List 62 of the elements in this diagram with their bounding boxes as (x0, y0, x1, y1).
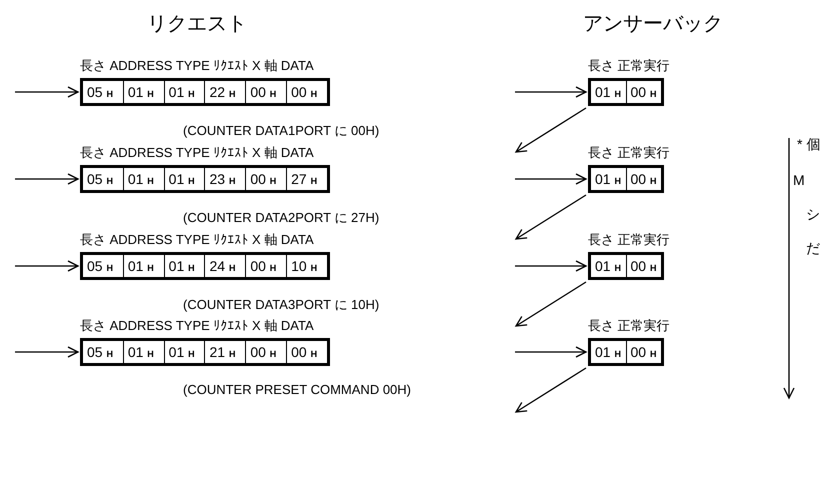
note-text: * 個 (797, 136, 820, 154)
byte-value: 01 H (594, 170, 622, 189)
byte-value: 01 H (594, 343, 622, 362)
byte-value: 22 H (204, 81, 246, 103)
byte-value: 05 H (86, 343, 114, 362)
byte-value: 00 H (245, 255, 286, 277)
note-text: シ (806, 206, 820, 224)
byte-value: 05 H (86, 257, 114, 276)
column-headings: 長さ ADDRESS TYPE ﾘｸｴｽﾄ X 軸 DATA (80, 232, 314, 248)
column-headings: 長さ ADDRESS TYPE ﾘｸｴｽﾄ X 軸 DATA (80, 58, 314, 74)
byte-value: 00 H (626, 255, 661, 277)
byte-value: 01 H (164, 255, 204, 277)
byte-value: 27 H (286, 168, 327, 190)
byte-value: 00 H (626, 168, 661, 190)
column-headings: 長さ 正常実行 (588, 232, 670, 248)
byte-value: 01 H (122, 168, 164, 190)
byte-value: 01 H (594, 257, 622, 276)
arrow (15, 260, 79, 272)
arrow (515, 173, 587, 185)
byte-value: 00 H (286, 341, 327, 363)
arrow (515, 107, 586, 153)
byte-value: 05 H (86, 170, 114, 189)
column-headings: 長さ 正常実行 (588, 145, 670, 161)
byte-value: 10 H (286, 255, 327, 277)
byte-value: 01 H (164, 341, 204, 363)
byte-value: 00 H (245, 81, 286, 103)
byte-value: 01 H (122, 255, 164, 277)
byte-value: 23 H (204, 168, 246, 190)
byte-value: 05 H (86, 83, 114, 102)
byte-value: 21 H (204, 341, 246, 363)
byte-value: 00 H (286, 81, 327, 103)
byte-value: 00 H (245, 341, 286, 363)
byte-value: 01 H (122, 341, 164, 363)
note-text: だ (806, 240, 820, 258)
byte-value: 00 H (245, 168, 286, 190)
frame-caption: (COUNTER DATA3PORT に 10H) (183, 296, 380, 314)
arrow (515, 86, 587, 98)
column-title: アンサーバック (583, 12, 723, 37)
arrow (515, 194, 586, 240)
byte-value: 01 H (122, 81, 164, 103)
arrow (515, 367, 586, 413)
note-text: M (793, 172, 805, 188)
frame-caption: (COUNTER DATA2PORT に 27H) (183, 209, 380, 227)
column-headings: 長さ ADDRESS TYPE ﾘｸｴｽﾄ X 軸 DATA (80, 145, 314, 161)
frame-caption: (COUNTER PRESET COMMAND 00H) (183, 382, 412, 397)
arrow (515, 346, 587, 358)
arrow (15, 173, 79, 185)
arrow (15, 86, 79, 98)
arrow (515, 281, 586, 327)
byte-value: 00 H (626, 81, 661, 103)
column-title: リクエスト (147, 12, 247, 37)
byte-value: 01 H (164, 81, 204, 103)
byte-value: 01 H (594, 83, 622, 102)
frame-caption: (COUNTER DATA1PORT に 00H) (183, 122, 380, 140)
arrow (15, 346, 79, 358)
arrow (515, 260, 587, 272)
column-headings: 長さ ADDRESS TYPE ﾘｸｴｽﾄ X 軸 DATA (80, 318, 314, 334)
byte-value: 00 H (626, 341, 661, 363)
byte-value: 24 H (204, 255, 246, 277)
column-headings: 長さ 正常実行 (588, 58, 670, 74)
byte-value: 01 H (164, 168, 204, 190)
column-headings: 長さ 正常実行 (588, 318, 670, 334)
